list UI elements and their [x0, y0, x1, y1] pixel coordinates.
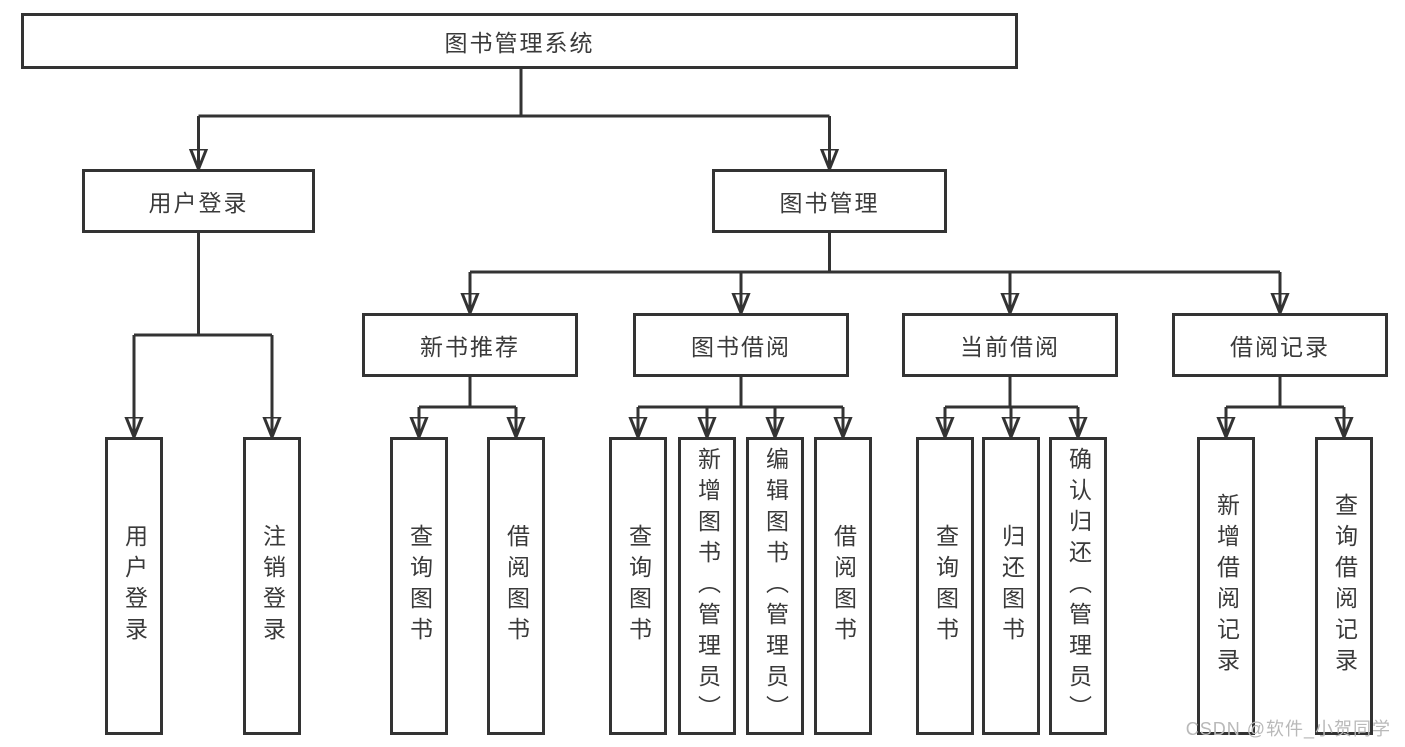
leaf-cb-query-books: 查询图书	[916, 437, 974, 735]
connector-book-management-branch	[470, 233, 1280, 274]
leaf-logout: 注销登录	[243, 437, 301, 735]
node-current-borrow: 当前借阅	[902, 313, 1118, 377]
leaf-bb-edit-books-admin: 编辑图书（管理员）	[746, 437, 804, 735]
connector-borrow-record-branch	[1226, 377, 1344, 409]
leaf-nbr-query-books: 查询图书	[390, 437, 448, 735]
leaf-bb-add-books-admin: 新增图书（管理员）	[678, 437, 736, 735]
leaf-cb-confirm-return-admin: 确认归还（管理员）	[1049, 437, 1107, 735]
connector-current-borrow-branch	[945, 377, 1078, 409]
node-borrow-record: 借阅记录	[1172, 313, 1388, 377]
node-library-management-system: 图书管理系统	[21, 13, 1018, 69]
leaf-bb-borrow-books: 借阅图书	[814, 437, 872, 735]
node-book-borrow: 图书借阅	[633, 313, 849, 377]
node-user-login-module: 用户登录	[82, 169, 315, 233]
node-book-management-module: 图书管理	[712, 169, 947, 233]
leaf-br-query-borrow-record: 查询借阅记录	[1315, 437, 1373, 735]
connector-new-book-branch	[419, 377, 516, 409]
csdn-watermark: CSDN @软件_小贺同学	[1185, 719, 1391, 739]
connector-book-borrow-branch	[638, 377, 843, 409]
leaf-br-add-borrow-record: 新增借阅记录	[1197, 437, 1255, 735]
node-new-book-recommend: 新书推荐	[362, 313, 578, 377]
leaf-cb-return-books: 归还图书	[982, 437, 1040, 735]
leaf-user-login: 用户登录	[105, 437, 163, 735]
leaf-nbr-borrow-books: 借阅图书	[487, 437, 545, 735]
leaf-bb-query-books: 查询图书	[609, 437, 667, 735]
connector-root-branch	[198, 69, 830, 118]
connector-user-login-branch	[134, 233, 272, 337]
